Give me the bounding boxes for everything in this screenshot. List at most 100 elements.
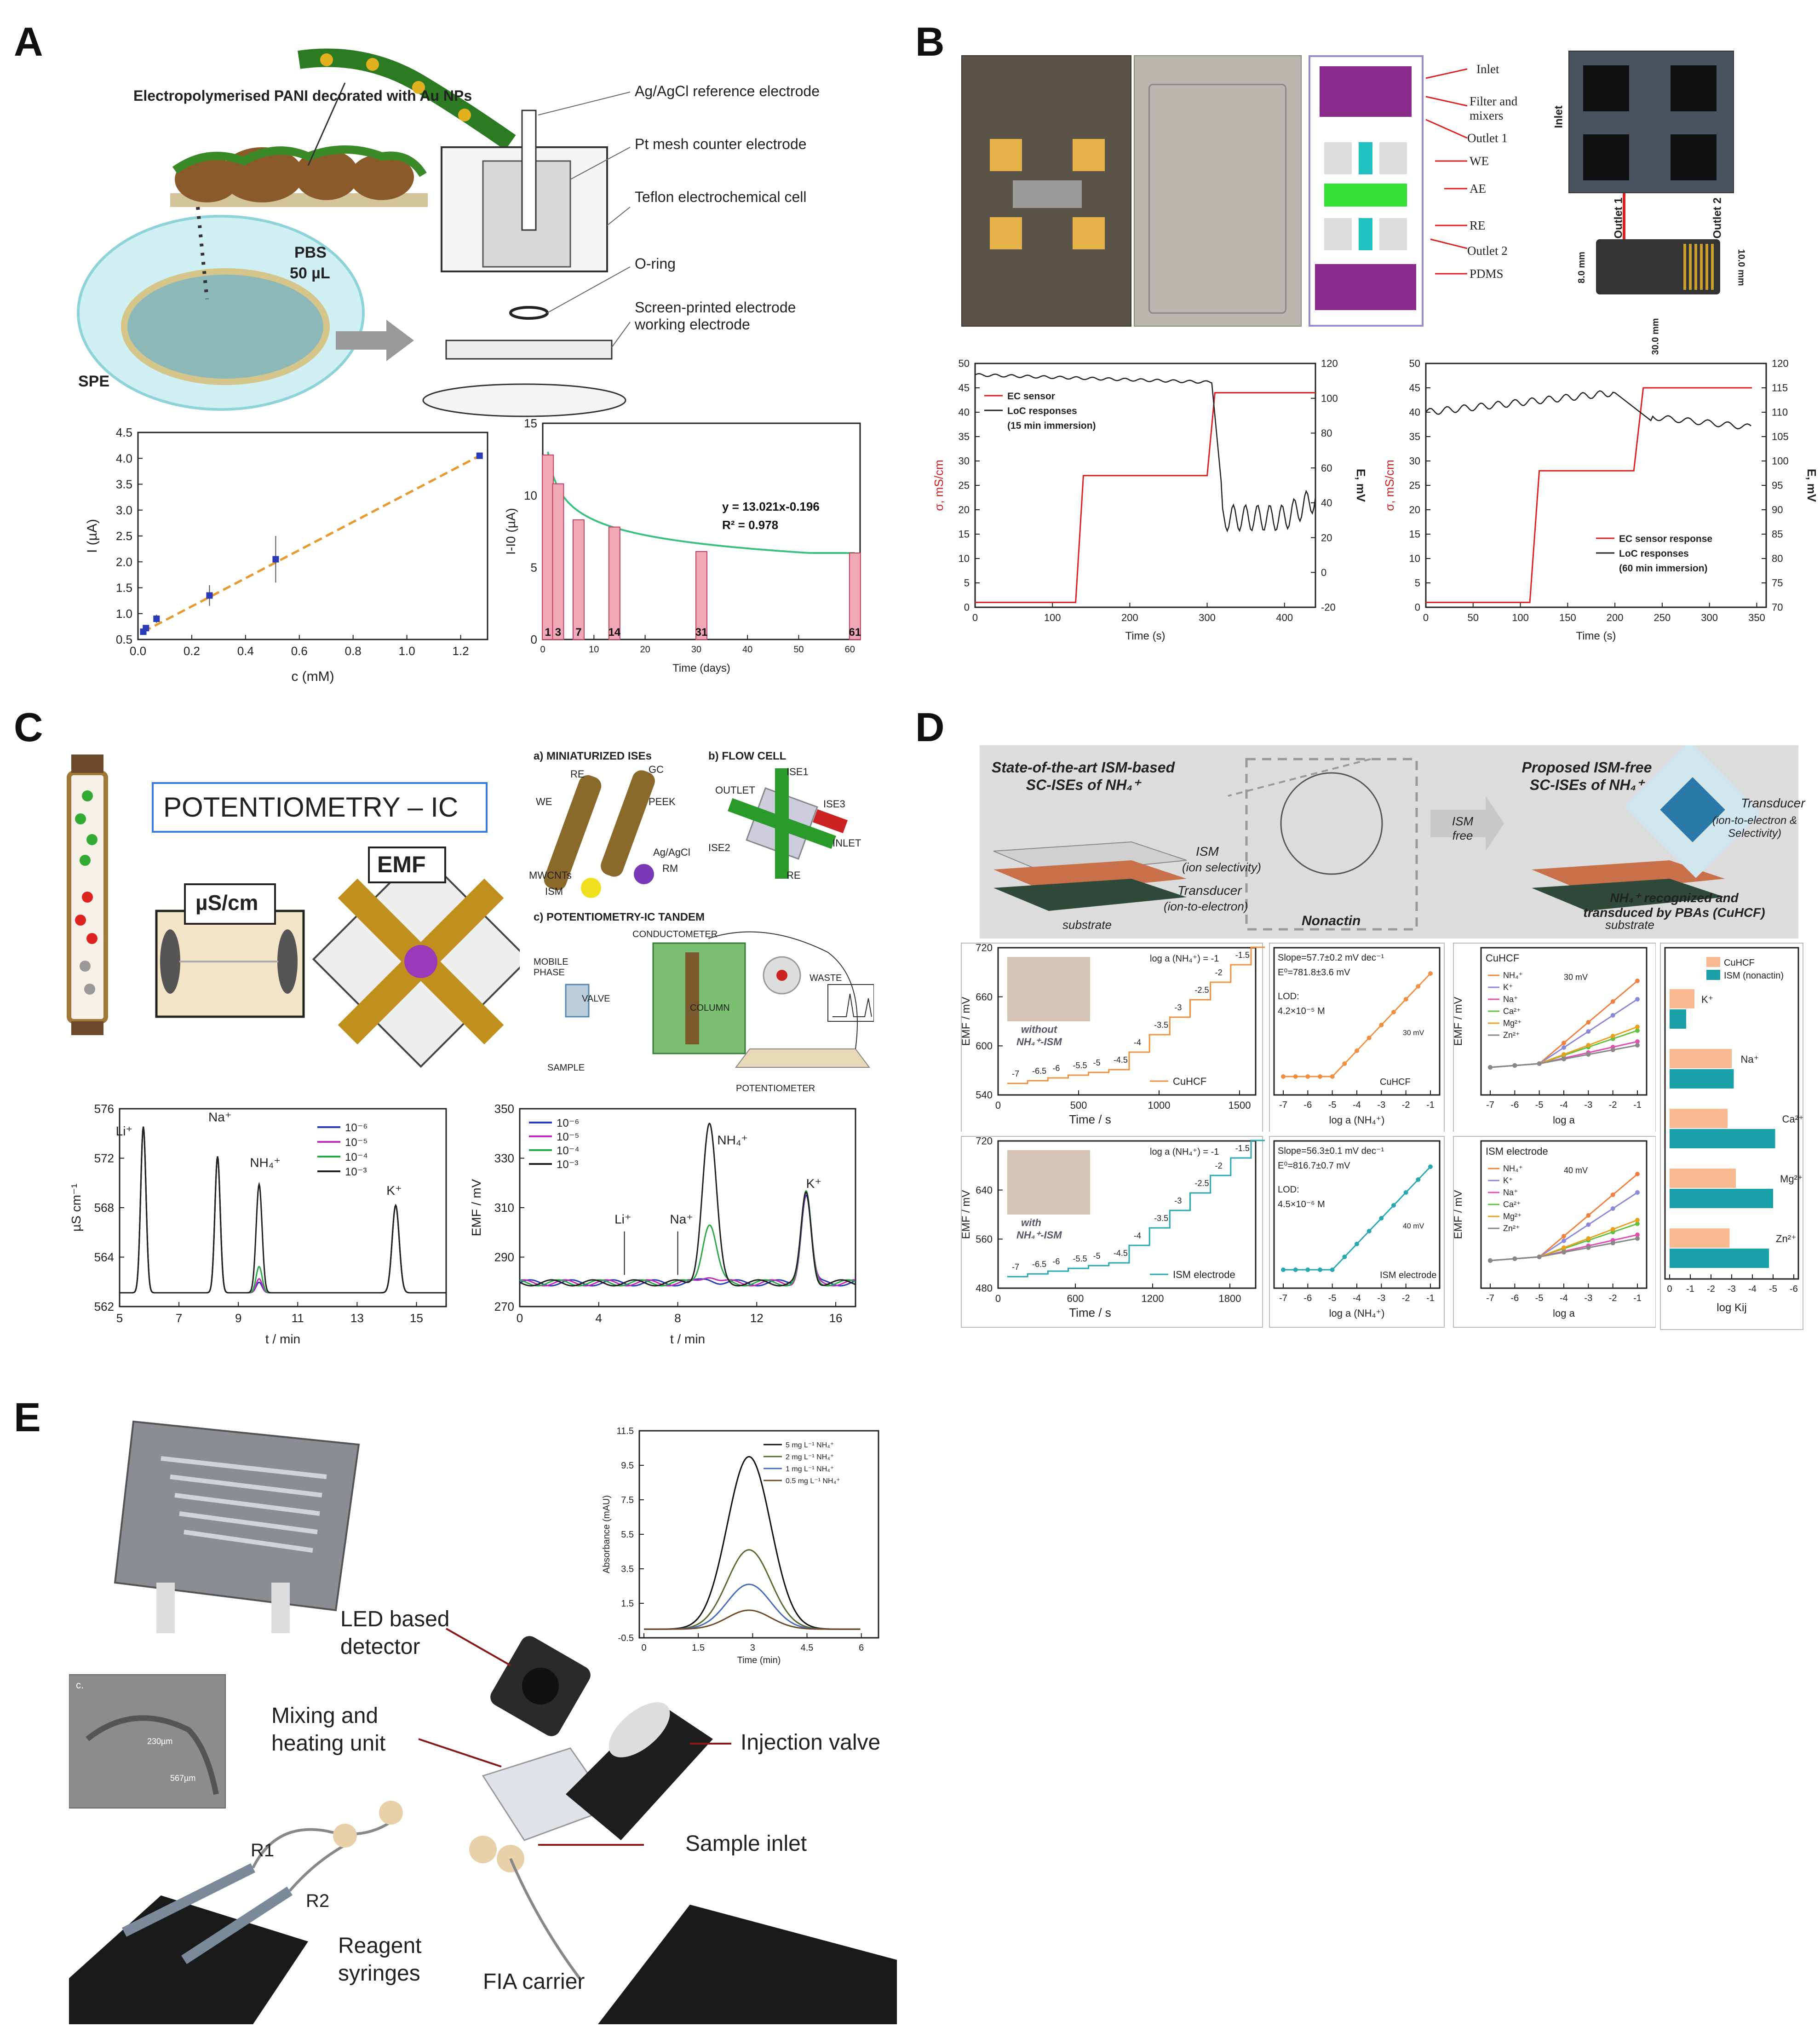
y-tick-label: 9.5 [621, 1461, 634, 1471]
x-tick-label: 200 [1121, 612, 1138, 623]
y-axis-label: EMF / mV [960, 997, 972, 1046]
calibration-text: 4.5×10⁻⁶ M [1278, 1199, 1325, 1209]
x-axis-label: c (mM) [291, 669, 334, 684]
y-tick-label: 540 [976, 1089, 993, 1101]
red-ion [86, 933, 98, 944]
ise-label-gc: GC [649, 764, 664, 775]
panel-a-schematic [77, 48, 631, 417]
x-axis-label: t / min [670, 1332, 705, 1346]
y-tick-label: 15 [1409, 529, 1420, 540]
x-tick-label: 0 [1667, 1284, 1672, 1294]
fia-carrier-pump [598, 1905, 897, 2024]
y-tick-label: 1.5 [621, 1599, 634, 1609]
step-label: -5 [1093, 1058, 1101, 1067]
peak-label: Na⁺ [670, 1212, 693, 1226]
re-electrode [1359, 218, 1372, 250]
y-tick-label: 1.5 [116, 581, 132, 595]
y-tick-label: 270 [494, 1300, 514, 1313]
chart-box [1269, 943, 1445, 1132]
o-ring [509, 306, 549, 320]
ae-electrode [1324, 184, 1407, 207]
legend-label: 1 mg L⁻¹ NH₄⁺ [786, 1465, 834, 1473]
calibration-point [1403, 1190, 1408, 1195]
legend-label: 0.5 mg L⁻¹ NH₄⁺ [786, 1477, 840, 1485]
selectivity-point [1586, 1029, 1591, 1034]
fit-r2: R² = 0.978 [722, 518, 778, 532]
y-axis-label: Absorbance (mAU) [602, 1495, 612, 1573]
step-label: -4.5 [1114, 1249, 1128, 1258]
y-tick-label: 2.5 [116, 529, 132, 543]
panel-letter-e: E [14, 1394, 41, 1440]
x-tick-label: -2 [1402, 1293, 1410, 1303]
device-label-inlet: Inlet [1552, 105, 1565, 128]
chip-post [271, 1583, 290, 1633]
step-label: -5.5 [1073, 1254, 1087, 1263]
selectivity-point [1562, 1250, 1566, 1255]
legend-label: Mg²⁺ [1503, 1212, 1522, 1221]
x-tick-label: 11 [292, 1311, 304, 1325]
ise-label-ism: ISM [545, 886, 563, 897]
x-tick-label: 100 [1044, 612, 1061, 623]
calibration-point [1391, 1203, 1396, 1208]
y-tick-label: 80 [1321, 427, 1332, 439]
leader-line [607, 207, 631, 226]
d-recognized-label: NH₄⁺ recognized and transduced by PBAs (… [1583, 891, 1765, 920]
y-tick-label: 3.5 [621, 1564, 634, 1574]
calibration-text: LOD: [1278, 1185, 1299, 1195]
x-tick-label: 20 [640, 645, 650, 655]
pani-blob [350, 154, 414, 200]
x-tick-label: 6 [859, 1643, 864, 1653]
plot-frame [137, 432, 488, 640]
selectivity-point [1635, 1236, 1640, 1241]
red-connector [1623, 193, 1625, 239]
mixer-channel [161, 1456, 327, 1553]
x-tick-label: -3 [1377, 1293, 1385, 1303]
selectivity-point [1635, 1190, 1640, 1195]
y-tick-label: 4.0 [116, 451, 132, 465]
selectivity-point [1562, 1045, 1566, 1050]
e-label-r1: R1 [251, 1840, 275, 1860]
flow-cell-diagram [728, 768, 848, 879]
fia-system-illustration [69, 1420, 897, 2024]
tandem-diagram [565, 931, 874, 1068]
x-tick-label: 100 [1512, 612, 1529, 623]
calibration-point [1305, 1074, 1310, 1079]
step-label: -2.5 [1195, 1179, 1209, 1188]
potentiometry-ic-title: POTENTIOMETRY – IC [163, 792, 459, 823]
y-axis-label: µS cm⁻¹ [69, 1184, 83, 1232]
legend-label: 5 mg L⁻¹ NH₄⁺ [786, 1441, 834, 1449]
microfluidic-channel [1148, 84, 1286, 314]
gold-pad [990, 139, 1022, 171]
x-tick-label: 0 [540, 645, 545, 655]
calibration-point [1428, 971, 1433, 976]
inset-label: with [1021, 1217, 1041, 1228]
selectivity-point [1586, 1245, 1591, 1250]
scale-label: 30 mV [1564, 973, 1588, 982]
x-tick-label: 0.0 [130, 644, 146, 658]
bar-ism [1670, 1129, 1775, 1148]
y-tick-label: 600 [976, 1040, 993, 1052]
calibration-point [1416, 984, 1421, 989]
bar-label: 14 [608, 626, 620, 639]
legend-loc: LoC responses [1619, 548, 1689, 559]
selectivity-point [1562, 1057, 1566, 1061]
y-tick-label: 310 [494, 1201, 514, 1215]
sub-c-title: c) POTENTIOMETRY-IC TANDEM [534, 911, 705, 923]
au-np [320, 53, 333, 66]
red-ion [75, 915, 86, 926]
pani-title: Electropolymerised PANI decorated with A… [133, 87, 472, 104]
selectivity-point [1610, 1241, 1615, 1245]
bar [608, 526, 620, 640]
selectivity-point [1635, 1172, 1640, 1176]
dim-10mm: 10.0 mm [1736, 249, 1746, 286]
y-tick-label: 85 [1772, 529, 1783, 540]
y-tick-label: 115 [1772, 382, 1788, 394]
y-tick-label: 10 [959, 553, 970, 564]
plot-frame [119, 1108, 447, 1307]
cell-label-reference: Ag/AgCl reference electrode [635, 83, 820, 99]
selectivity-point [1635, 1025, 1640, 1029]
panel-letter-b: B [915, 19, 945, 64]
loga-top-label: log a (NH₄⁺) = -1 [1150, 1147, 1219, 1157]
lab-on-chip-device [1596, 239, 1720, 294]
x-axis-label: t / min [265, 1332, 300, 1346]
